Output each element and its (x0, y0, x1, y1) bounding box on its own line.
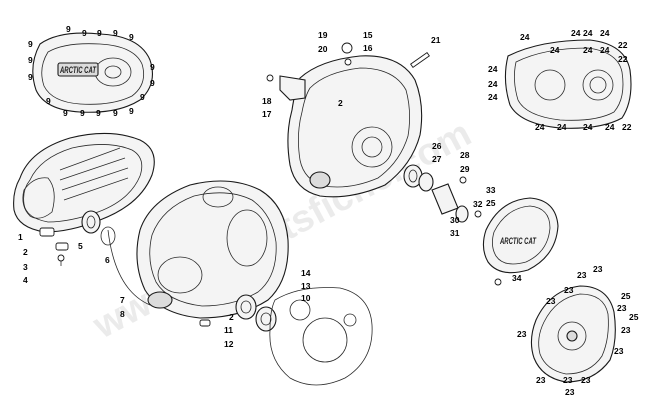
callout-label-c5: 5 (78, 241, 83, 251)
side-cover: ARCTIC CAT (482, 197, 559, 286)
crankcase-left-half (107, 180, 289, 319)
callout-label-c16: 16 (363, 43, 373, 53)
callout-label-c24i: 24 (488, 79, 498, 89)
callout-label-c9d: 9 (113, 28, 118, 38)
callout-label-c15: 15 (363, 30, 373, 40)
callout-label-c9j: 9 (150, 78, 155, 88)
callout-label-c13: 13 (301, 281, 311, 291)
callout-label-c27: 27 (432, 154, 442, 164)
callout-label-c24h: 24 (488, 64, 498, 74)
callout-label-c11: 11 (224, 325, 233, 335)
callout-label-c33: 33 (486, 185, 496, 195)
callout-label-c23e: 23 (617, 303, 627, 313)
callout-label-c4: 4 (23, 275, 28, 285)
callout-label-c26: 26 (432, 141, 442, 151)
callout-label-c9q: 9 (129, 106, 134, 116)
callout-label-c7: 7 (120, 295, 125, 305)
callout-label-c25: 25 (486, 198, 496, 208)
callout-label-c22a: 22 (618, 40, 628, 50)
callout-label-c23c: 23 (546, 296, 556, 306)
callout-label-c8: 8 (120, 309, 125, 319)
callout-label-c9h: 9 (28, 72, 33, 82)
callout-label-c23a: 23 (577, 270, 587, 280)
callout-label-c24j: 24 (488, 92, 498, 102)
callout-label-c22c: 22 (622, 122, 632, 132)
callout-label-c19: 19 (318, 30, 328, 40)
callout-label-c12: 12 (224, 339, 234, 349)
callout-label-c24m: 24 (583, 122, 593, 132)
callout-label-c6: 6 (105, 255, 110, 265)
callout-label-c9g: 9 (28, 55, 33, 65)
callout-label-c25c: 25 (629, 312, 639, 322)
callout-label-c17: 17 (262, 109, 272, 119)
callout-label-c23h: 23 (614, 346, 624, 356)
outer-clutch-cover: ARCTIC CAT (32, 32, 153, 113)
callout-label-c1: 1 (18, 232, 23, 242)
inner-clutch-cover (13, 132, 155, 237)
callout-label-c9c: 9 (97, 28, 102, 38)
callout-label-c9o: 9 (96, 108, 101, 118)
callout-label-c31: 31 (450, 228, 460, 238)
callout-label-c24f: 24 (583, 45, 593, 55)
callout-label-c9p: 9 (113, 108, 118, 118)
callout-label-c24e: 24 (600, 28, 610, 38)
callout-label-c9i: 9 (150, 62, 155, 72)
crankcase-right-half (287, 42, 430, 198)
callout-label-c2c: 2 (338, 98, 343, 108)
arctic-cat-logo-text: ARCTIC CAT (59, 65, 97, 75)
callout-label-c18: 18 (262, 96, 272, 106)
top-right-cover (504, 39, 632, 129)
shaft-seals (403, 164, 482, 223)
callout-label-c20: 20 (318, 44, 328, 54)
callout-label-c2a: 2 (23, 247, 28, 257)
callout-label-c23f: 23 (621, 325, 631, 335)
callout-label-c23l: 23 (565, 387, 575, 397)
callout-label-c9a: 9 (66, 24, 71, 34)
callout-label-c3: 3 (23, 262, 28, 272)
callout-label-c24d: 24 (583, 28, 593, 38)
callout-label-c9l: 9 (46, 96, 51, 106)
callout-label-c9f: 9 (28, 39, 33, 49)
callout-label-c23b: 23 (593, 264, 603, 274)
callout-label-c10: 10 (301, 293, 311, 303)
callout-label-c23i: 23 (536, 375, 546, 385)
callout-label-c24c: 24 (571, 28, 581, 38)
callout-label-c30: 30 (450, 215, 460, 225)
callout-label-c9e: 9 (129, 32, 134, 42)
callout-label-c9m: 9 (63, 108, 68, 118)
callout-label-c24a: 24 (520, 32, 530, 42)
callout-label-c23j: 23 (563, 375, 573, 385)
callout-label-c23d: 23 (564, 285, 574, 295)
callout-label-c24l: 24 (557, 122, 567, 132)
callout-label-c24b: 24 (550, 45, 560, 55)
callout-label-c24n: 24 (605, 122, 615, 132)
callout-label-c9k: 9 (140, 92, 145, 102)
crankcase-gasket (269, 287, 373, 386)
callout-label-c2b: 2 (229, 312, 234, 322)
callout-label-c9n: 9 (80, 108, 85, 118)
callout-label-c28: 28 (460, 150, 470, 160)
crankcase-bearings (199, 294, 277, 332)
callout-label-c23k: 23 (581, 375, 591, 385)
callout-label-c21: 21 (431, 35, 441, 45)
callout-label-c24g: 24 (600, 45, 610, 55)
mounting-bracket (266, 74, 306, 101)
callout-label-c34: 34 (512, 273, 522, 283)
callout-label-c25b: 25 (621, 291, 631, 301)
callout-label-c24k: 24 (535, 122, 545, 132)
bottom-right-cover (530, 285, 616, 383)
callout-label-c9b: 9 (82, 28, 87, 38)
seal-and-bushings (55, 210, 116, 266)
callout-label-c23g: 23 (517, 329, 527, 339)
side-cover-logo-text: ARCTIC CAT (499, 236, 537, 246)
callout-label-c29: 29 (460, 164, 470, 174)
callout-label-c14: 14 (301, 268, 311, 278)
callout-label-c32: 32 (473, 199, 483, 209)
callout-label-c22b: 22 (618, 54, 628, 64)
